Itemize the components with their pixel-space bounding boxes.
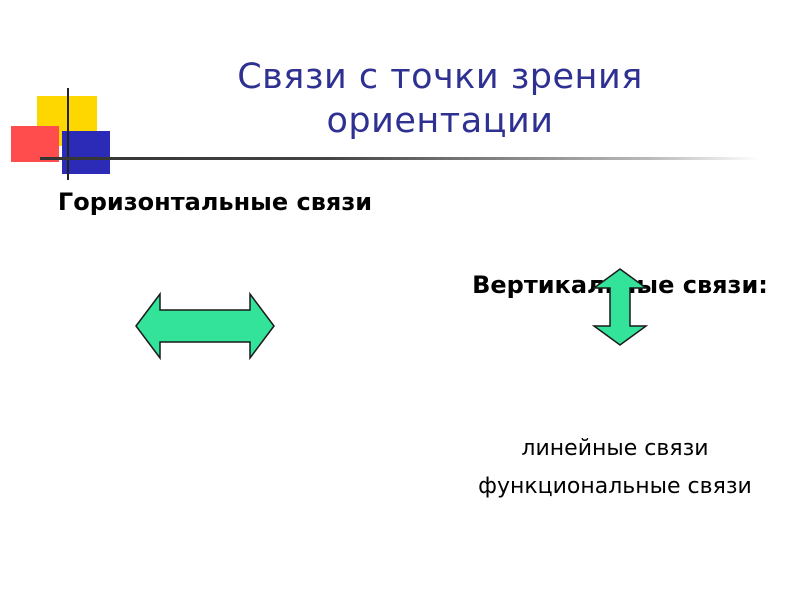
deco-red-square bbox=[11, 126, 59, 162]
deco-vertical-line bbox=[67, 88, 69, 180]
list-item-functional: функциональные связи bbox=[478, 474, 752, 499]
title-underline bbox=[40, 157, 760, 160]
list-item-linear: линейные связи bbox=[521, 436, 709, 461]
vertical-links-list: линейные связи функциональные связи bbox=[470, 432, 760, 508]
slide-title: Связи с точки зрения ориентации bbox=[237, 57, 643, 141]
double-horizontal-arrow-icon bbox=[135, 291, 275, 361]
double-vertical-arrow-icon bbox=[591, 268, 649, 346]
horizontal-links-heading: Горизонтальные связи bbox=[57, 188, 373, 216]
deco-blue-square bbox=[62, 131, 110, 174]
